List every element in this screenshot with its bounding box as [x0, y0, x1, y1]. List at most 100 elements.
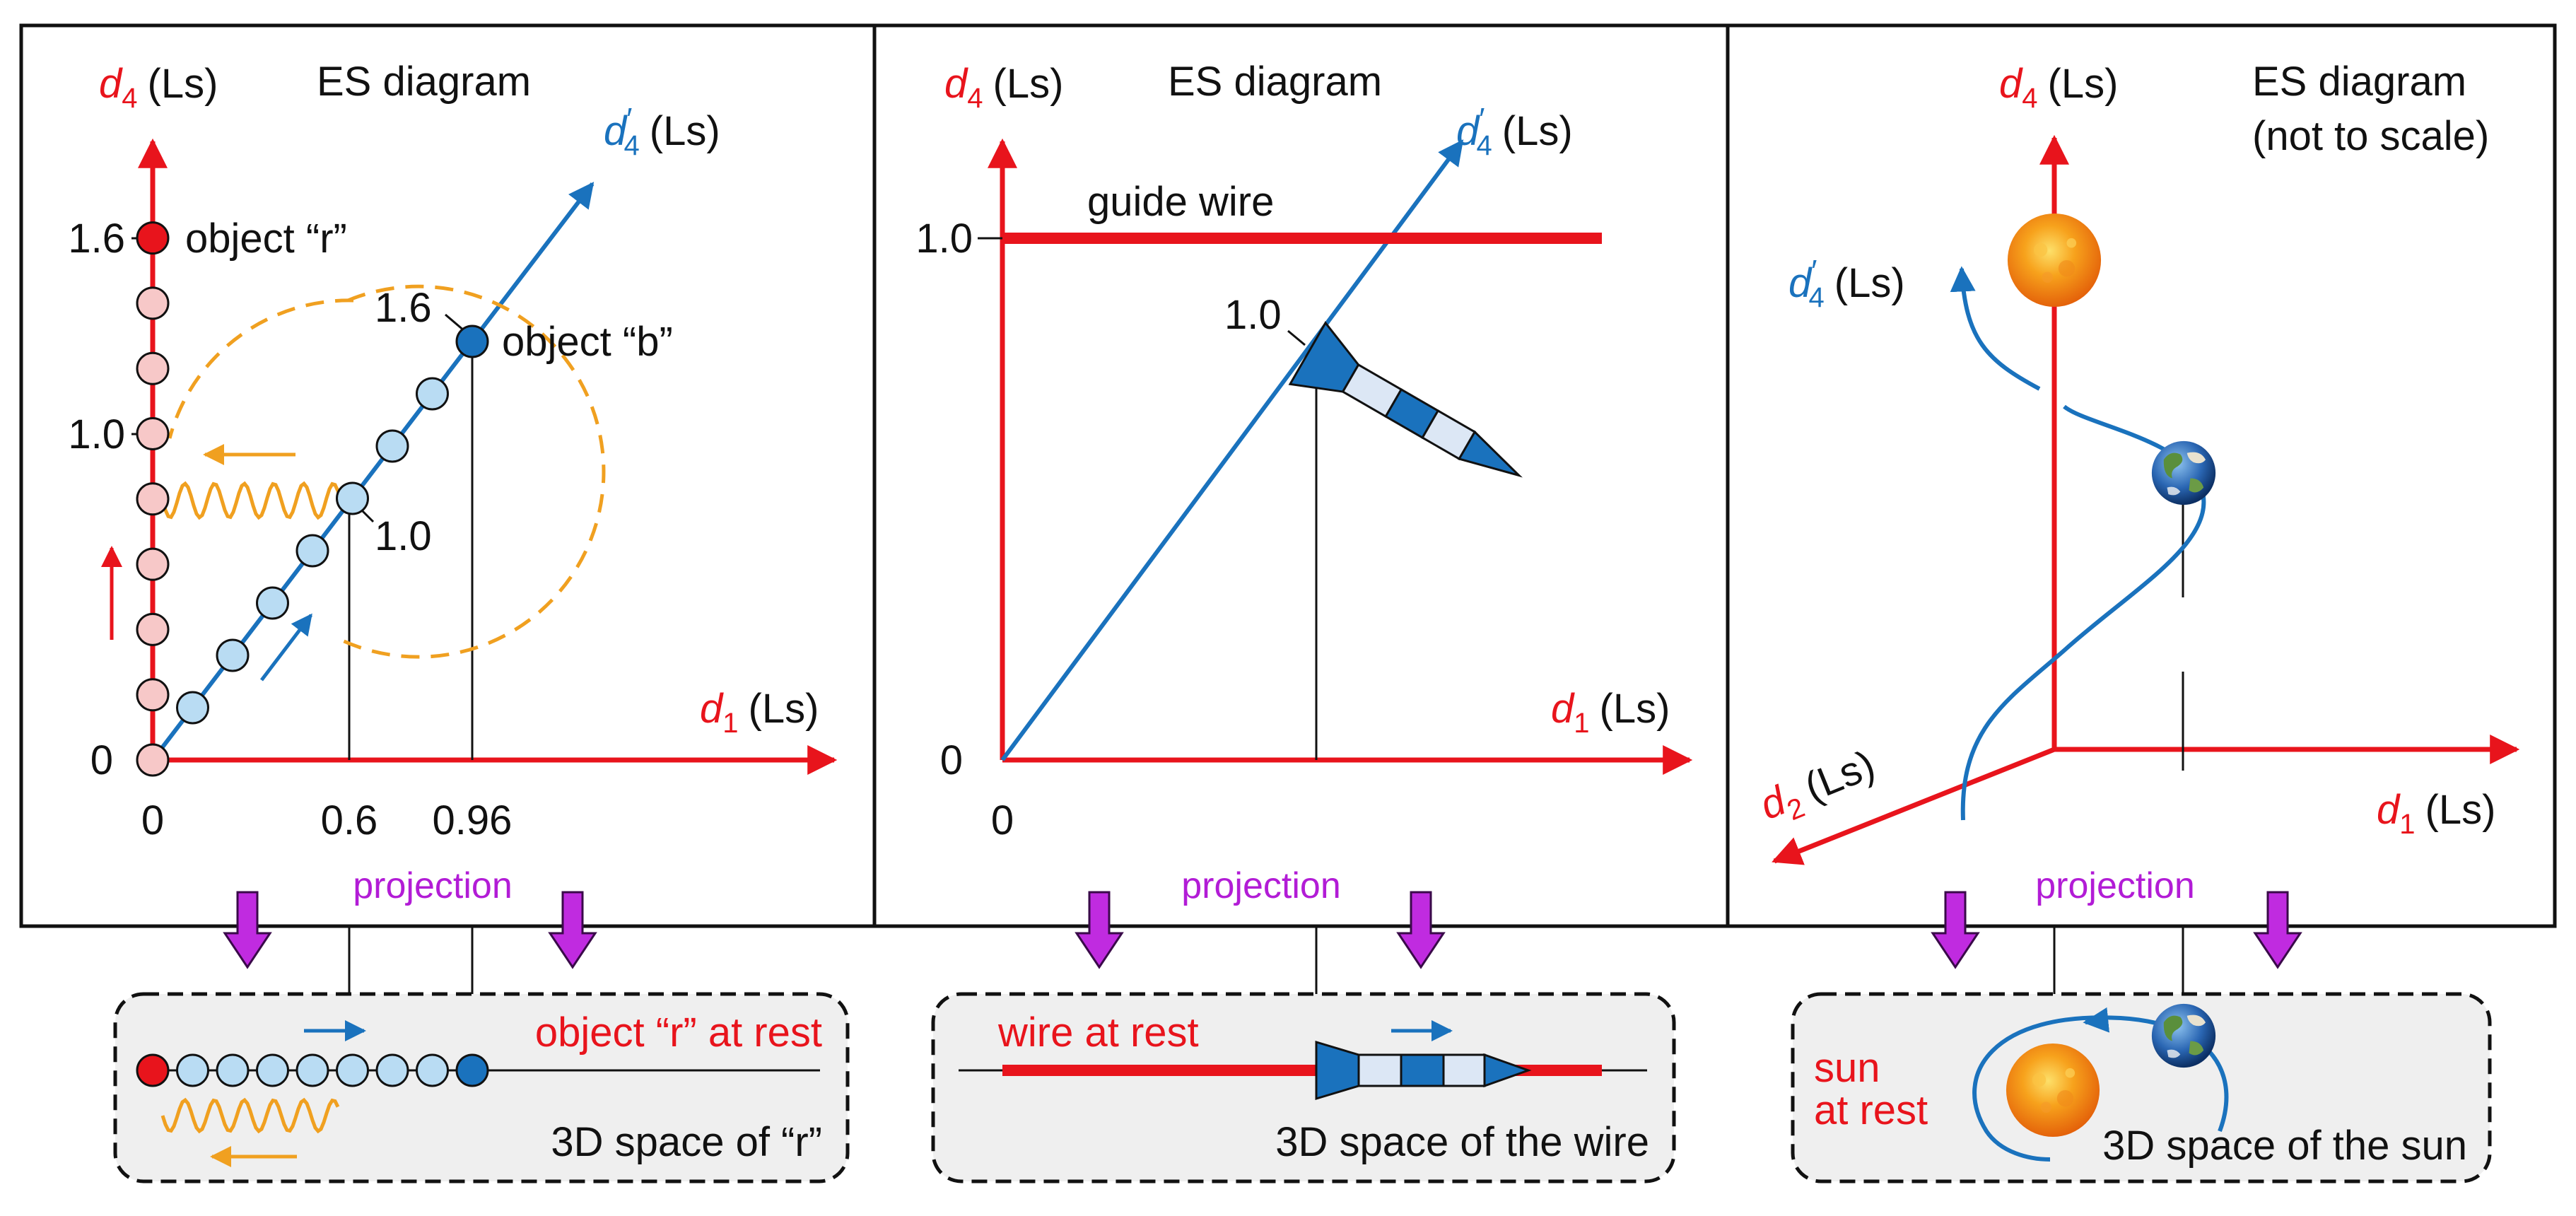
- object-r-history-dot: [136, 417, 170, 450]
- p2-tick-label-y0: 0: [940, 737, 963, 783]
- p3-d2-axis: [1772, 747, 2056, 865]
- p1-d1-label: d1(Ls): [700, 686, 819, 739]
- object-r-history-dot: [136, 612, 170, 646]
- object-b-dot: [455, 325, 489, 358]
- b3-label-top-line2: at rest: [1814, 1087, 1928, 1133]
- p1-tick-label-0-96: 0.96: [433, 797, 513, 843]
- p1-d4-prime-axis: [151, 182, 595, 761]
- p2-d4-label: d4(Ls): [944, 61, 1063, 114]
- b1-history-dot: [295, 1053, 329, 1087]
- p1-light-arc-left: [168, 298, 354, 439]
- object-b-history-dot: [336, 481, 369, 515]
- b1-light-wave: [160, 1097, 340, 1134]
- panels-frame: [19, 23, 2557, 928]
- p2-tick-label-1-0: 1.0: [915, 216, 973, 262]
- panel-2: d4(Ls) ES diagram d′4(Ls) d1(Ls) guide w…: [915, 59, 1693, 843]
- p1-label-b-1-0: 1.0: [375, 513, 432, 559]
- b1-history-dot: [256, 1053, 289, 1087]
- p3-earth-worldline-lower: [1960, 404, 2206, 821]
- p1-object-r-worldline: [136, 221, 170, 777]
- p1-leader-1-6: [445, 313, 465, 332]
- p1-tick-label-0-6: 0.6: [321, 797, 378, 843]
- b1-history-dot: [416, 1053, 449, 1087]
- object-r-dot: [136, 221, 170, 255]
- p3-d2-label: d2(Ls): [1754, 742, 1884, 836]
- p1-label-object-r: object “r”: [185, 216, 347, 262]
- projection-arrow-icon: [1075, 891, 1124, 969]
- p2-rocket: [1288, 321, 1523, 478]
- projection-arrow-icon: [548, 891, 597, 969]
- b1-object-r-dot: [136, 1053, 170, 1087]
- b1-object-b-dot: [455, 1053, 489, 1087]
- p3-earth-worldline-upper: [1950, 266, 2041, 391]
- object-r-history-dot: [136, 482, 170, 516]
- projection-section: projection projection projection: [223, 865, 2302, 994]
- p1-label-b-1-6: 1.6: [375, 285, 432, 331]
- p2-title: ES diagram: [1168, 59, 1382, 105]
- p1-light-wave: [160, 481, 343, 520]
- b1-label-bottom: 3D space of “r”: [551, 1119, 822, 1165]
- p2-d4-prime-axis: [1000, 139, 1464, 761]
- object-b-history-dot: [375, 429, 409, 463]
- object-b-history-dot: [176, 691, 209, 725]
- p1-tick-label-x0: 0: [141, 797, 164, 843]
- b2-rocket: [1315, 1040, 1532, 1101]
- p1-d4-label: d4(Ls): [99, 61, 218, 114]
- bottom-box-2: wire at rest 3D space of the wire: [931, 992, 1676, 1183]
- p3-d4-prime-label: d′4(Ls): [1788, 254, 1905, 313]
- p1-tick-label-y0: 0: [90, 737, 113, 783]
- projection-arrow-icon: [2253, 891, 2302, 969]
- object-b-history-dot: [216, 638, 250, 672]
- object-r-history-dot: [136, 286, 170, 320]
- bottom-box-3: sun at rest 3D space of the sun: [1791, 992, 2492, 1183]
- p2-d1-label: d1(Ls): [1551, 686, 1670, 739]
- p2-label-guide-wire: guide wire: [1087, 179, 1274, 225]
- b1-label-top: object “r” at rest: [535, 1010, 822, 1056]
- panel-1: d4(Ls) ES diagram d′4(Ls) d1(Ls) 1.6 1.0…: [68, 59, 838, 843]
- p1-light-arc: [339, 284, 606, 659]
- p3-title-line2: (not to scale): [2252, 113, 2489, 159]
- object-r-history-dot: [136, 743, 170, 777]
- object-b-history-dot: [416, 377, 449, 411]
- p3-d1-label: d1(Ls): [2377, 787, 2495, 840]
- p2-label-rocket-1-0: 1.0: [1224, 292, 1282, 338]
- b1-history-dot: [216, 1053, 250, 1087]
- b1-history-dot: [336, 1053, 369, 1087]
- panel-3: d4(Ls) ES diagram (not to scale) d′4(Ls)…: [1754, 59, 2520, 865]
- p1-tick-label-1-6: 1.6: [68, 216, 125, 262]
- b3-sun-icon: [2006, 1043, 2100, 1138]
- p2-tick-label-x0: 0: [991, 797, 1014, 843]
- p1-d4-prime-label: d′4(Ls): [604, 102, 720, 161]
- p2-d4-prime-label: d′4(Ls): [1456, 102, 1573, 161]
- p2-leader-1-0: [1287, 329, 1306, 346]
- projection-label-3: projection: [2035, 865, 2194, 906]
- object-r-history-dot: [136, 351, 170, 385]
- p1-blue-arrow: [260, 613, 312, 682]
- b2-label-top: wire at rest: [997, 1010, 1199, 1056]
- bottom-box-1: object “r” at rest 3D space of “r”: [113, 992, 850, 1183]
- object-b-history-dot: [256, 586, 289, 620]
- p1-tick-label-1-0: 1.0: [68, 411, 125, 457]
- b3-earth-icon: [2151, 1003, 2216, 1068]
- sun-icon: [2007, 213, 2102, 308]
- projection-arrow-icon: [223, 891, 272, 969]
- earth-icon: [2151, 440, 2216, 505]
- object-r-history-dot: [136, 547, 170, 581]
- projection-arrow-icon: [1396, 891, 1446, 969]
- p3-title-line1: ES diagram: [2252, 59, 2466, 105]
- b3-label-top-line1: sun: [1814, 1045, 1880, 1091]
- object-b-history-dot: [295, 534, 329, 568]
- b1-history-dot: [176, 1053, 209, 1087]
- object-r-history-dot: [136, 678, 170, 712]
- p1-label-object-b: object “b”: [502, 319, 673, 365]
- b1-objects: [136, 1053, 489, 1087]
- b1-history-dot: [375, 1053, 409, 1087]
- p1-object-b-worldline: [176, 325, 489, 725]
- projection-label-1: projection: [353, 865, 512, 906]
- b2-label-bottom: 3D space of the wire: [1275, 1119, 1649, 1165]
- p3-d4-label: d4(Ls): [1999, 61, 2118, 114]
- projection-label-2: projection: [1181, 865, 1340, 906]
- projection-arrow-icon: [1931, 891, 1980, 969]
- p1-title: ES diagram: [317, 59, 531, 105]
